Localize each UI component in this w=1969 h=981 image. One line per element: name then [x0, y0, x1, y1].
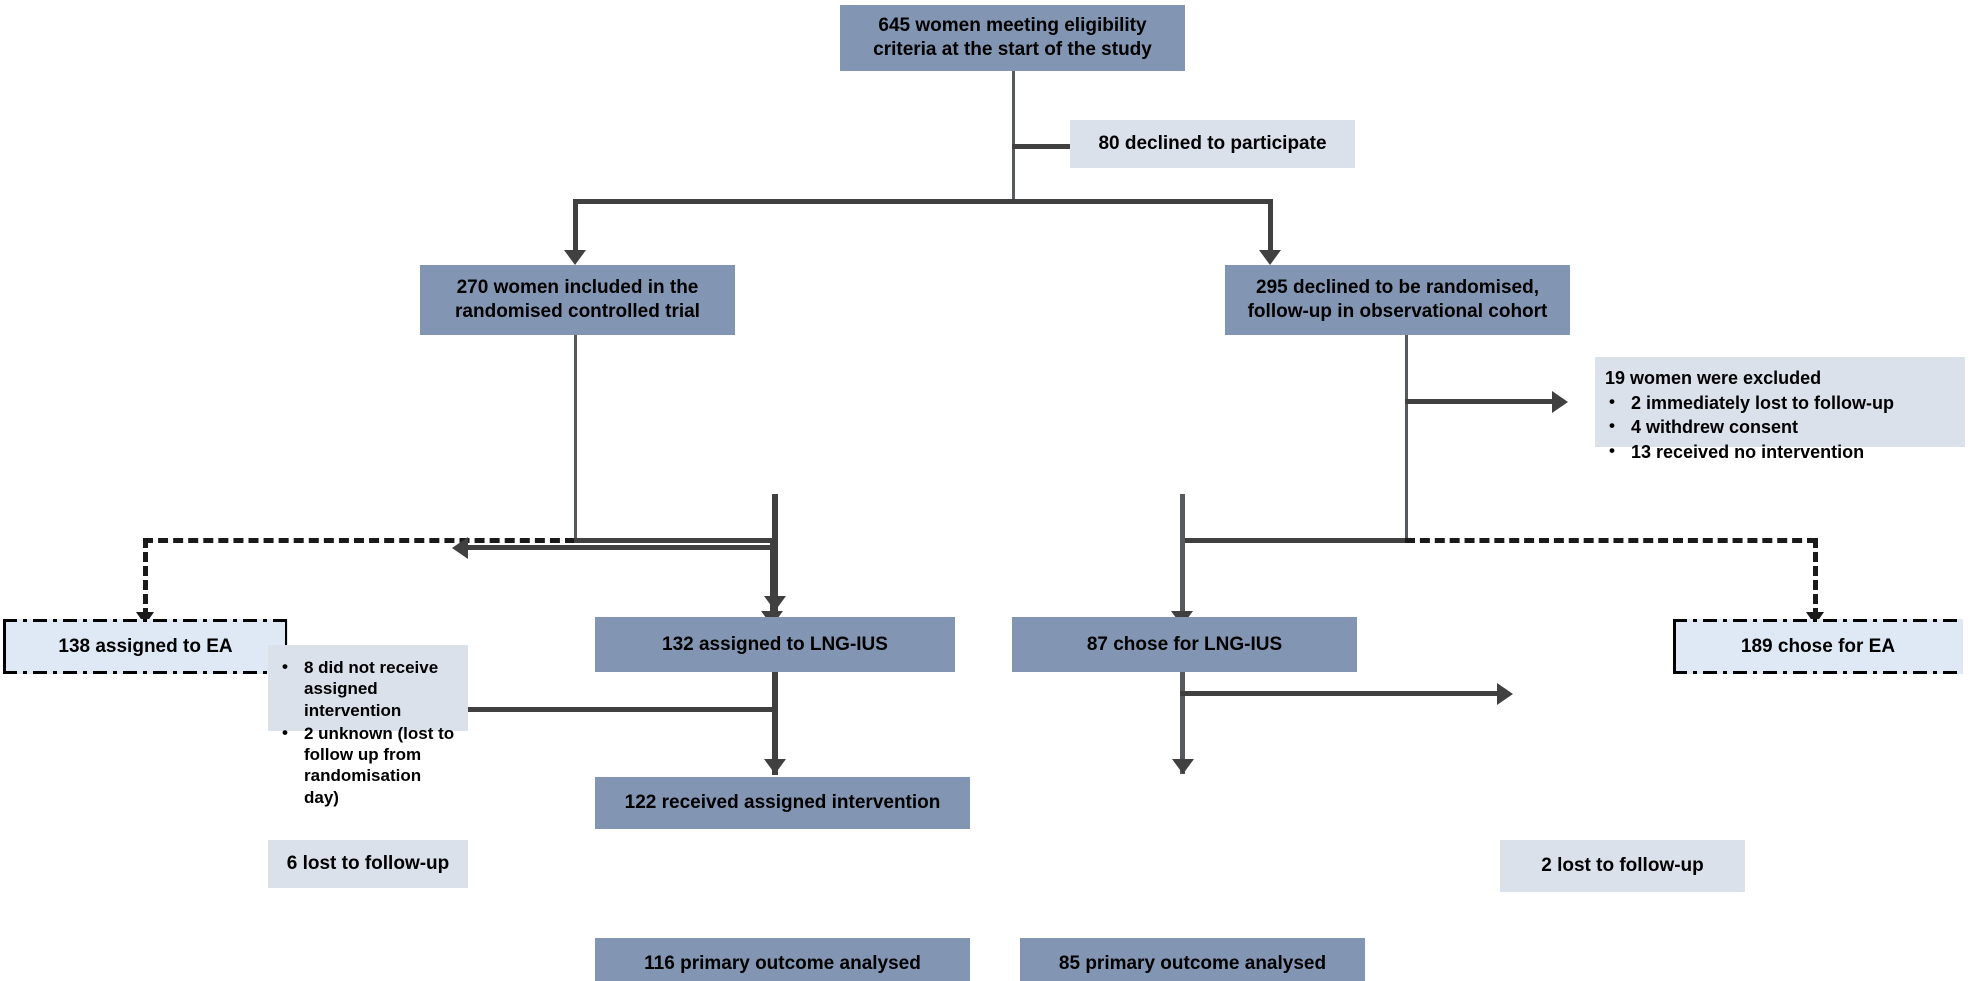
node-analysed-left[interactable]: 116 primary outcome analysed — [595, 938, 970, 981]
connector-to-declined — [1012, 144, 1074, 149]
connector-to-excluded — [1405, 399, 1557, 404]
node-rct-line2: randomised controlled trial — [455, 301, 700, 322]
connector-lngius-down-2 — [772, 655, 778, 775]
connector-lngius-down-1 — [772, 494, 778, 612]
connector-to-lost-followup-left — [466, 707, 778, 712]
node-excluded-heading: 19 women were excluded — [1605, 368, 1822, 388]
arrowhead-to-rct — [564, 250, 586, 265]
node-received-intervention[interactable]: 122 received assigned intervention — [595, 777, 970, 829]
connector-rct-left-dashed — [143, 538, 575, 543]
connector-rct-left-dashed-drop — [143, 538, 148, 618]
node-lost-followup-left[interactable]: 6 lost to follow-up — [268, 840, 468, 888]
node-eligible[interactable]: 645 women meeting eligibility criteria a… — [840, 5, 1185, 71]
node-assigned-lngius-text: 132 assigned to LNG-IUS — [662, 633, 888, 655]
node-eligible-line2: criteria at the start of the study — [873, 39, 1152, 60]
node-declined-participate-text: 80 declined to participate — [1098, 133, 1327, 155]
node-chose-ea[interactable]: 189 chose for EA — [1673, 619, 1963, 674]
node-assigned-ea-text: 138 assigned to EA — [58, 635, 233, 657]
connector-to-lost-followup-right — [1180, 691, 1502, 696]
node-rct-text: 270 women included in the randomised con… — [455, 276, 700, 324]
arrowhead-to-analysed-left — [764, 759, 786, 774]
node-excluded-bullet-1: 2 immediately lost to follow-up — [1609, 391, 1953, 415]
node-analysed-right-text: 85 primary outcome analysed — [1058, 953, 1327, 975]
node-cohort-line2: follow-up in observational cohort — [1247, 301, 1548, 322]
node-not-received[interactable]: 8 did not receive assigned intervention … — [268, 645, 468, 807]
node-chose-ea-text: 189 chose for EA — [1740, 635, 1896, 657]
node-lost-followup-right[interactable]: 2 lost to follow-up — [1500, 840, 1745, 892]
connector-to-not-received — [466, 545, 778, 550]
node-excluded-bullet-3: 13 received no intervention — [1609, 440, 1953, 464]
connector-cohort-left — [1180, 538, 1408, 543]
node-not-received-bullet-1: 8 did not receive assigned intervention — [282, 656, 456, 721]
node-received-intervention-text: 122 received assigned intervention — [624, 792, 941, 814]
node-lost-followup-left-text: 6 lost to follow-up — [286, 853, 450, 875]
node-excluded[interactable]: 19 women were excluded 2 immediately los… — [1595, 357, 1965, 462]
arrowhead-to-excluded — [1552, 391, 1568, 413]
node-cohort[interactable]: 295 declined to be randomised, follow-up… — [1225, 265, 1570, 335]
node-not-received-bullet-list: 8 did not receive assigned intervention … — [278, 656, 456, 808]
node-assigned-ea[interactable]: 138 assigned to EA — [3, 619, 288, 674]
node-eligible-text: 645 women meeting eligibility criteria a… — [873, 14, 1152, 62]
node-excluded-bullet-list: 2 immediately lost to follow-up 4 withdr… — [1605, 391, 1953, 464]
node-cohort-line1: 295 declined to be randomised, — [1256, 277, 1539, 299]
arrowhead-to-cohort — [1259, 250, 1281, 265]
node-chose-lngius[interactable]: 87 chose for LNG-IUS — [1012, 617, 1357, 672]
node-assigned-lngius[interactable]: 132 assigned to LNG-IUS — [595, 617, 955, 672]
connector-cohort-right-dashed-drop — [1813, 538, 1818, 618]
arrowhead-to-analysed-right — [1172, 759, 1194, 774]
arrowhead-to-not-received — [452, 537, 468, 559]
node-analysed-left-text: 116 primary outcome analysed — [644, 953, 921, 975]
connector-eligible-down — [1012, 71, 1015, 201]
node-cohort-text: 295 declined to be randomised, follow-up… — [1248, 276, 1548, 324]
connector-cohort-right-dashed — [1405, 538, 1817, 543]
node-lost-followup-right-text: 2 lost to follow-up — [1541, 855, 1704, 877]
connector-split-bar — [573, 199, 1273, 204]
node-rct-line1: 270 women included in the — [456, 277, 699, 299]
connector-rct-down — [574, 276, 577, 541]
node-eligible-line1: 645 women meeting eligibility — [878, 15, 1147, 37]
node-analysed-right[interactable]: 85 primary outcome analysed — [1020, 938, 1365, 981]
connector-split-right-drop — [1268, 199, 1273, 257]
node-chose-lngius-text: 87 chose for LNG-IUS — [1086, 633, 1283, 655]
arrowhead-to-received-intervention — [764, 596, 786, 611]
node-not-received-bullet-2: 2 unknown (lost to follow up from random… — [282, 722, 456, 808]
connector-rct-right — [574, 538, 775, 543]
node-declined-participate[interactable]: 80 declined to participate — [1070, 120, 1355, 168]
node-excluded-bullet-2: 4 withdrew consent — [1609, 415, 1953, 439]
arrowhead-to-lost-followup-right — [1497, 683, 1513, 705]
connector-cohort-down — [1405, 276, 1408, 541]
connector-split-left-drop — [573, 199, 578, 257]
node-rct[interactable]: 270 women included in the randomised con… — [420, 265, 735, 335]
